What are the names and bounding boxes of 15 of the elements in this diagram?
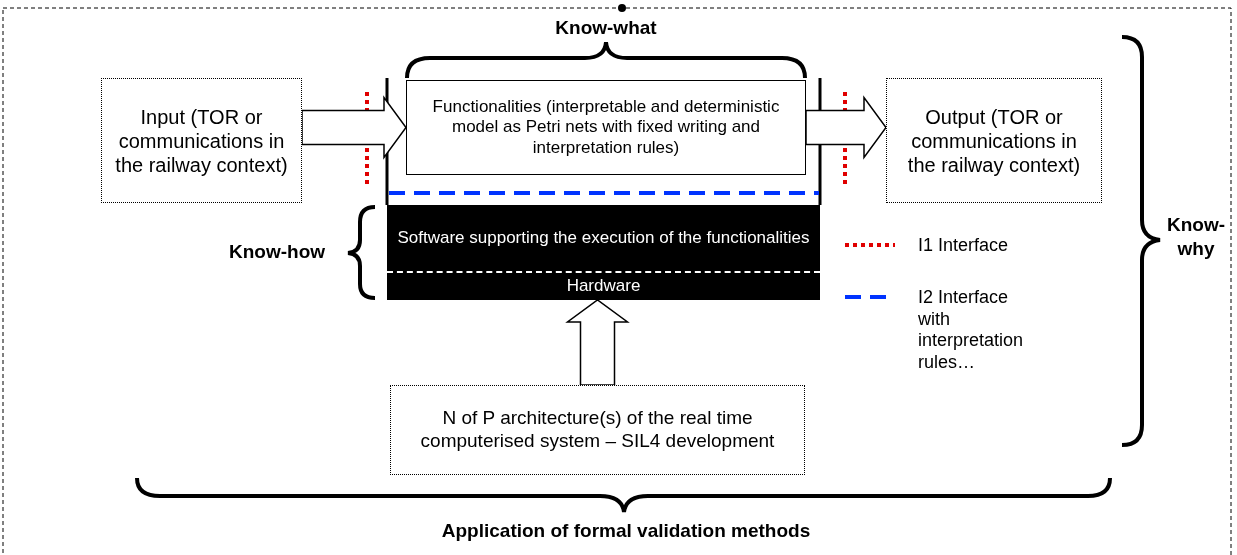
heading-label: Know-why (1165, 213, 1226, 261)
input-box: Input (TOR or communications in the railway context) (101, 78, 302, 203)
architecture-box: N of P architecture(s) of the real time computerised system – SIL4 development (390, 385, 805, 475)
heading-label: Application of formal validation methods (440, 519, 812, 543)
block-arrow (301, 95, 407, 160)
software-layer: Software supporting the execution of the functionalities (387, 205, 820, 271)
process-box: Functionalities (interpretable and deterministic model as Petri nets with fixed writing and interpretation rules) (406, 80, 806, 175)
block-arrow (565, 299, 630, 386)
block-arrow (805, 95, 887, 160)
legend-text: I1 Interface (918, 235, 1010, 257)
legend-text: I2 Interface with interpretation rules… (918, 287, 1025, 374)
output-box: Output (TOR or communications in the railway context) (886, 78, 1102, 203)
heading-label: Know-how (228, 240, 326, 264)
heading-label: Know-what (554, 16, 658, 40)
hardware-layer: Hardware (387, 271, 820, 300)
